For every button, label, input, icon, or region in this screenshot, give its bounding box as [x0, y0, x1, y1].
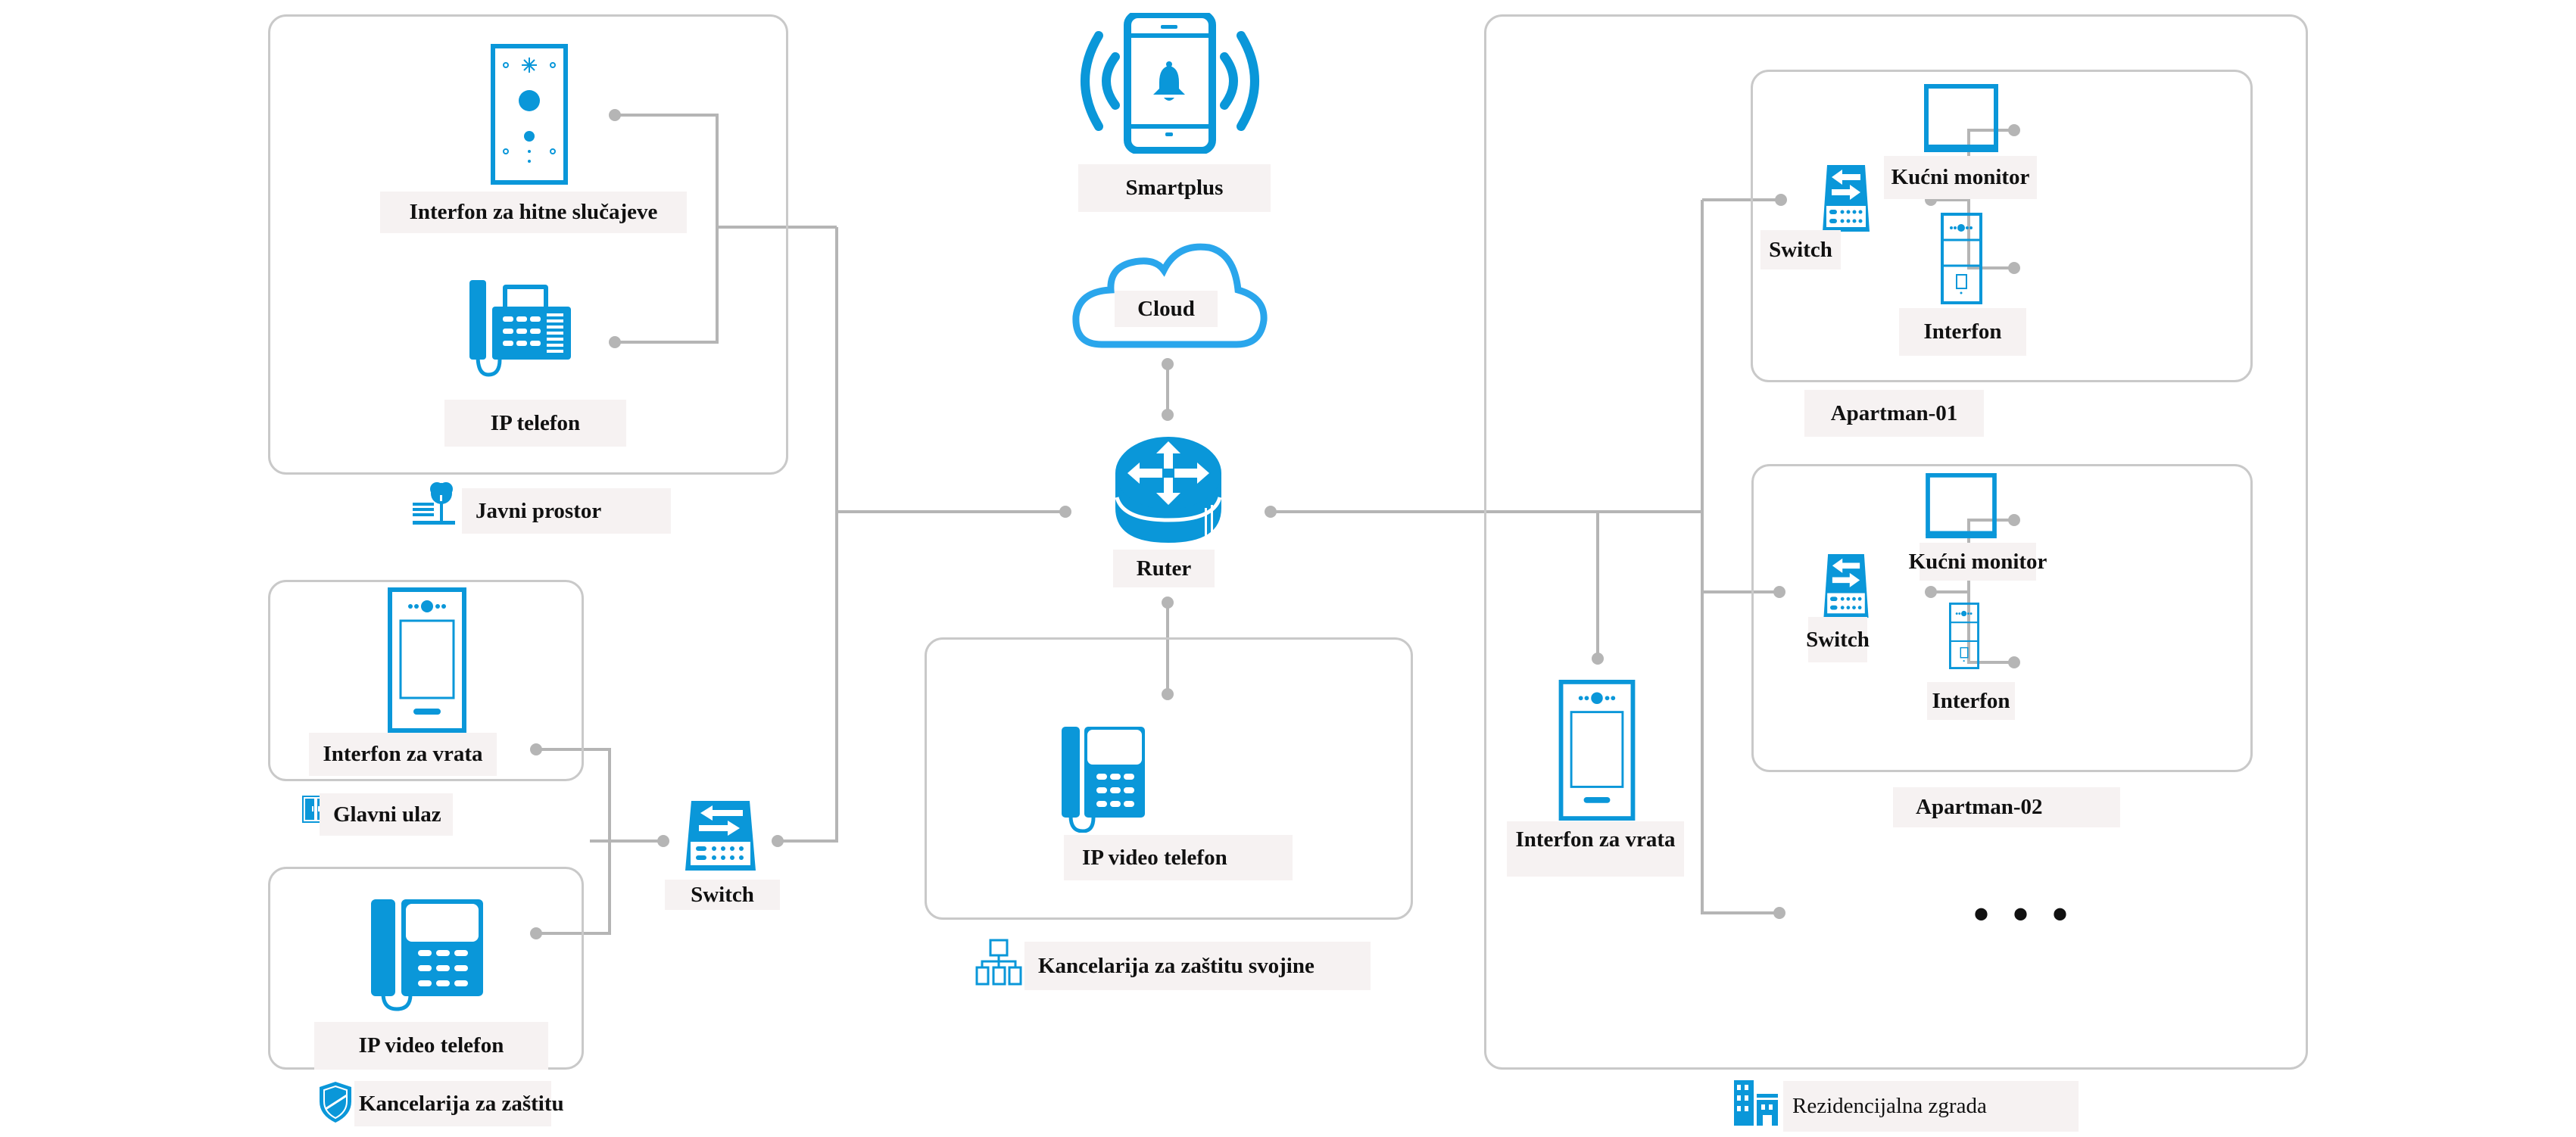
left-switch-label: Switch [665, 880, 780, 910]
building-door-intercom-label: Interfon za vrata [1507, 821, 1684, 877]
apartment-02-group [1751, 464, 2253, 772]
ip-video-phone-icon[interactable] [1062, 727, 1146, 833]
apartment-02-switch-label: Switch [1806, 617, 1870, 662]
more-apartments-ellipsis: • • • [1973, 889, 2075, 939]
main-entrance-intercom-label: Interfon za vrata [309, 733, 497, 776]
router-label: Ruter [1113, 550, 1215, 587]
property-office-title: Kancelarija za zaštitu svojine [1024, 942, 1371, 990]
residential-building-title: Rezidencijalna zgrada [1783, 1081, 2079, 1132]
ip-phone-icon[interactable] [469, 280, 591, 401]
door-intercom-icon[interactable] [1558, 680, 1636, 821]
main-entrance-title: Glavni ulaz [320, 793, 453, 836]
apartment-01-switch-label: Switch [1760, 230, 1841, 269]
apartment-02-monitor-label: Kućni monitor [1909, 543, 2047, 581]
security-office-title: Kancelarija za zaštitu [354, 1081, 564, 1126]
apartment-01-monitor-label: Kućni monitor [1884, 156, 2037, 199]
public-space-group [268, 14, 788, 475]
router-icon[interactable] [1115, 435, 1221, 544]
park-bench-tree-icon [413, 482, 455, 525]
cloud-label: Cloud [1115, 291, 1218, 327]
network-switch-icon[interactable] [685, 801, 756, 871]
org-hierarchy-icon [975, 939, 1022, 986]
door-intercom-icon[interactable] [388, 587, 466, 733]
network-switch-icon[interactable] [1823, 554, 1870, 618]
apartment-01-group [1751, 70, 2253, 382]
apartment-02-title: Apartman-02 [1893, 787, 2120, 827]
home-monitor-icon[interactable] [1924, 84, 1998, 154]
property-office-group [925, 637, 1413, 920]
apartment-02-intercom-label: Interfon [1927, 682, 2015, 720]
smartplus-label: Smartplus [1078, 164, 1271, 212]
apartment-01-intercom-label: Interfon [1899, 308, 2026, 356]
apartment-01-title: Apartman-01 [1804, 390, 1984, 437]
home-monitor-icon[interactable] [1924, 473, 1998, 540]
cloud-icon[interactable] [1071, 237, 1268, 350]
indoor-intercom-icon[interactable] [1941, 213, 1982, 304]
property-office-phone-label: IP video telefon [1064, 835, 1293, 880]
ip-phone-label: IP telefon [444, 400, 626, 447]
apartment-building-icon [1734, 1080, 1778, 1126]
emergency-intercom-icon[interactable] [491, 44, 568, 185]
residential-building-group [1484, 14, 2308, 1070]
network-switch-icon[interactable] [1823, 165, 1870, 232]
shield-icon [320, 1082, 351, 1123]
ip-video-phone-icon[interactable] [371, 899, 485, 1013]
public-space-title: Javni prostor [462, 488, 671, 534]
smartphone-bell-icon[interactable] [1049, 13, 1291, 154]
emergency-intercom-label: Interfon za hitne slučajeve [380, 192, 687, 233]
indoor-intercom-icon[interactable] [1949, 593, 1979, 678]
main-entrance-group [268, 580, 584, 781]
security-office-phone-label: IP video telefon [314, 1022, 548, 1070]
